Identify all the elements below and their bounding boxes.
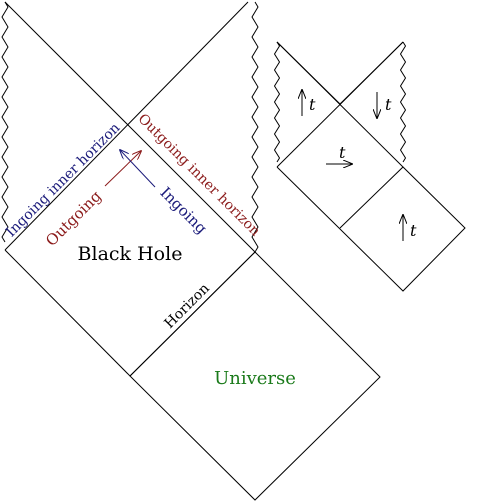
- main-penrose-diagram: Black Hole Universe Horizon Outgoing Ing…: [1, 1, 381, 501]
- small-diag-b: [276, 41, 404, 168]
- outgoing-inner-horizon-line: [4, 1, 256, 253]
- ingoing-arrow: [120, 150, 156, 188]
- black-hole-label: Black Hole: [78, 243, 183, 265]
- time-label-up-bottom: t: [410, 221, 417, 240]
- small-right-singularity: [399, 41, 407, 163]
- time-label-right: t: [339, 143, 346, 162]
- time-direction-diagram: t t t t: [273, 41, 466, 292]
- small-lower-diamond: [276, 166, 466, 292]
- left-singularity: [1, 1, 9, 243]
- horizon-label: Horizon: [161, 280, 212, 331]
- universe-label: Universe: [214, 368, 296, 389]
- past-boundary-line: [4, 249, 131, 377]
- time-label-up-left: t: [309, 95, 316, 114]
- ingoing-label: Ingoing: [157, 183, 211, 237]
- horizon-line: [129, 251, 256, 377]
- outgoing-arrow: [104, 151, 141, 187]
- time-label-down-right: t: [385, 95, 392, 114]
- right-singularity: [251, 1, 259, 253]
- ingoing-inner-horizon-line: [4, 1, 249, 251]
- small-left-singularity: [273, 41, 281, 163]
